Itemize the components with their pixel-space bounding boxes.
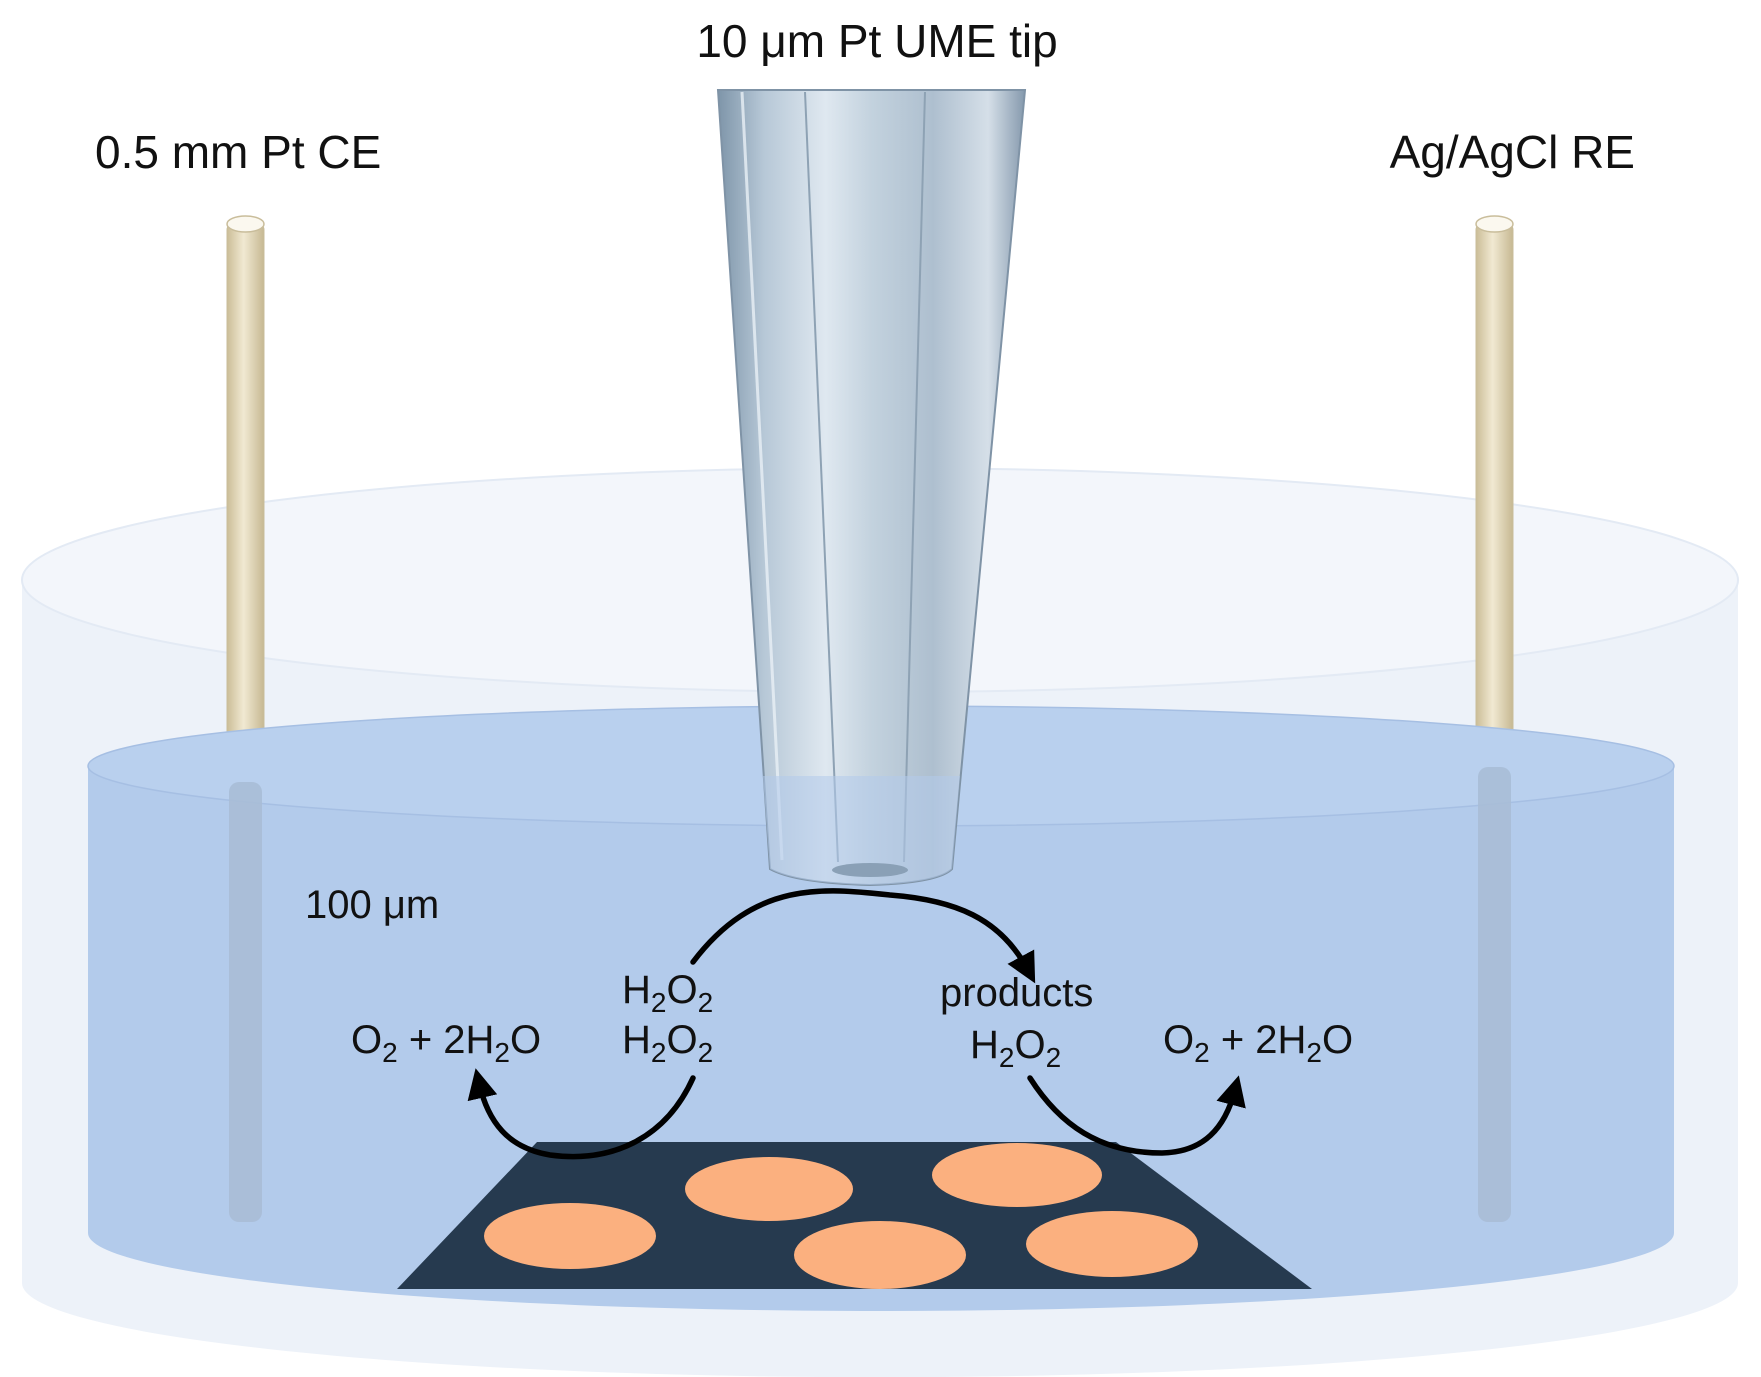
catalyst-spot-2 [932, 1143, 1102, 1207]
tip-end [832, 863, 908, 877]
counter-electrode-wire-submerged [229, 782, 262, 1222]
tip-label: 10 μm Pt UME tip [696, 15, 1057, 67]
left-h2o2-label: H2O2 [622, 1018, 713, 1068]
right-decomposition-products: O2 + 2H2O [1163, 1018, 1353, 1068]
tip-inner-line [903, 91, 926, 863]
catalyst-spot-5 [1026, 1211, 1198, 1277]
right-h2o2-label: H2O2 [970, 1023, 1061, 1073]
tip-inner-line [804, 91, 839, 863]
ume-tip [716, 89, 1027, 887]
catalyst-spot-4 [794, 1221, 966, 1289]
solution-body [88, 766, 1674, 1311]
counter-electrode-label: 0.5 mm Pt CE [95, 126, 381, 178]
catalyst-spot-3 [484, 1203, 656, 1269]
tip-inner-line [740, 91, 784, 861]
counter-electrode-wire-top [226, 215, 265, 783]
arrow-top-arc [690, 888, 1036, 984]
products-label: products [940, 971, 1093, 1015]
reference-electrode-wire-submerged [1478, 767, 1511, 1222]
reaction-arrows [467, 888, 1246, 1160]
reference-electrode-label: Ag/AgCl RE [1390, 126, 1635, 178]
arrow-left-decomposition [467, 1068, 696, 1160]
left-decomposition-products: O2 + 2H2O [351, 1018, 541, 1068]
tip-submerged-overlay [763, 776, 960, 885]
substrate [397, 1142, 1312, 1289]
arrow-right-decomposition [1027, 1075, 1246, 1156]
left-h2o2-label: H2O2 [622, 968, 713, 1018]
distance-label: 100 μm [305, 883, 439, 927]
catalyst-spot-1 [685, 1157, 853, 1221]
reference-electrode-wire-top [1475, 215, 1514, 768]
